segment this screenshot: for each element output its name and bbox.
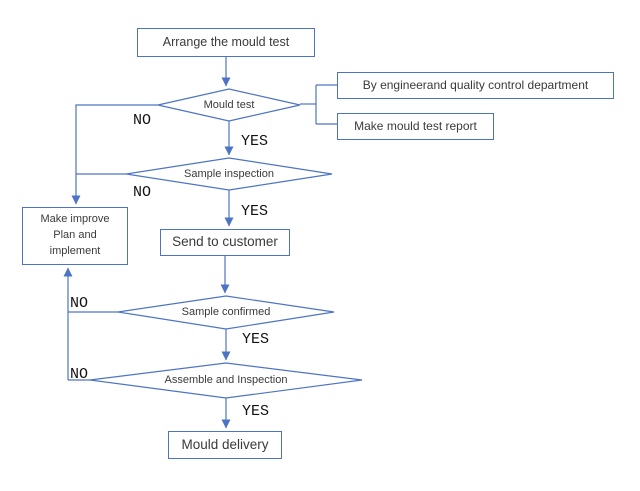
- mould-test-yes-label: YES: [241, 133, 269, 150]
- mould-test-no-label: NO: [133, 112, 152, 129]
- make-improve-line-1: Make improve: [40, 213, 110, 226]
- sample-inspection-no-label: NO: [133, 184, 152, 201]
- sample-confirmed-no-label: NO: [70, 295, 89, 312]
- node-make-mould-test-report: Make mould test report: [337, 113, 494, 140]
- mould-test-diamond: [157, 88, 301, 122]
- sample-inspection-diamond: [125, 157, 333, 191]
- node-make-improve-plan: Make improve Plan and implement: [22, 207, 128, 265]
- make-improve-line-2: Plan and: [53, 229, 97, 242]
- node-send-to-customer: Send to customer: [160, 229, 290, 256]
- node-arrange-mould-test: Arrange the mould test: [137, 28, 315, 57]
- node-by-engineer-quality-control: By engineerand quality control departmen…: [337, 72, 614, 99]
- sample-confirmed-diamond: [117, 295, 335, 330]
- sample-inspection-yes-label: YES: [241, 203, 269, 220]
- assemble-inspection-diamond: [89, 362, 363, 399]
- node-mould-delivery: Mould delivery: [168, 431, 282, 459]
- make-improve-line-3: implement: [49, 244, 101, 257]
- sample-confirmed-yes-label: YES: [242, 331, 270, 348]
- edge-mouldtest-no: [71, 104, 158, 205]
- assemble-yes-label: YES: [242, 403, 270, 420]
- assemble-no-label: NO: [70, 366, 89, 383]
